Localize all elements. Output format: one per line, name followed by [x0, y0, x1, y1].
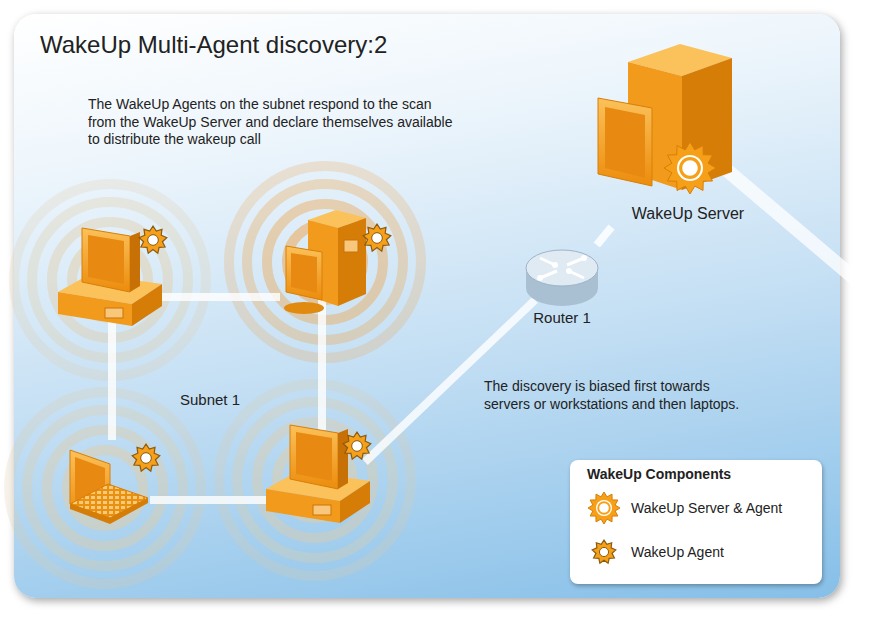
- server-tower: [284, 210, 366, 314]
- server-agent-icon: [664, 142, 716, 194]
- agent-icon: [587, 532, 621, 572]
- server-agent-icon: [588, 492, 620, 524]
- node-label: WakeUp Server: [603, 205, 773, 223]
- signal-ring: [237, 402, 393, 558]
- signal-ring: [27, 410, 183, 566]
- description-note: The WakeUp Agents on the subnet respond …: [88, 96, 460, 149]
- legend-entry: WakeUp Agent: [587, 530, 810, 574]
- network-wire: [150, 496, 270, 504]
- router-node: Router 1: [517, 245, 607, 330]
- description-note: The discovery is biased first towards se…: [484, 378, 759, 413]
- router-icon: [526, 250, 598, 306]
- agent-icon: [343, 432, 371, 459]
- signal-ring: [47, 430, 163, 546]
- network-wire: [318, 300, 326, 430]
- network-link: [597, 227, 612, 245]
- network-wire: [108, 318, 116, 440]
- diagram-title: WakeUp Multi-Agent discovery:2: [40, 30, 387, 60]
- signal-ring: [52, 222, 168, 338]
- subnet-label: Subnet 1: [180, 391, 280, 410]
- signal-ring: [219, 384, 411, 576]
- beam: [715, 160, 875, 300]
- agent-icon: [132, 444, 160, 471]
- legend-entry: WakeUp Server & Agent: [587, 486, 810, 530]
- server-node: WakeUp Server: [603, 40, 773, 227]
- legend-text: WakeUp Server & Agent: [631, 500, 782, 516]
- legend-title: WakeUp Components: [587, 466, 810, 482]
- desktop-computer: [266, 425, 370, 523]
- agent-icon: [592, 540, 616, 563]
- node-label: Router 1: [517, 309, 607, 326]
- signal-ring: [9, 392, 201, 584]
- signal-ring: [257, 422, 373, 538]
- legend-text: WakeUp Agent: [631, 544, 724, 560]
- agent-icon: [363, 224, 391, 251]
- legend-box: WakeUp ComponentsWakeUp Server & AgentWa…: [570, 460, 822, 584]
- agent-icon: [139, 226, 167, 253]
- server-agent-icon: [587, 488, 621, 528]
